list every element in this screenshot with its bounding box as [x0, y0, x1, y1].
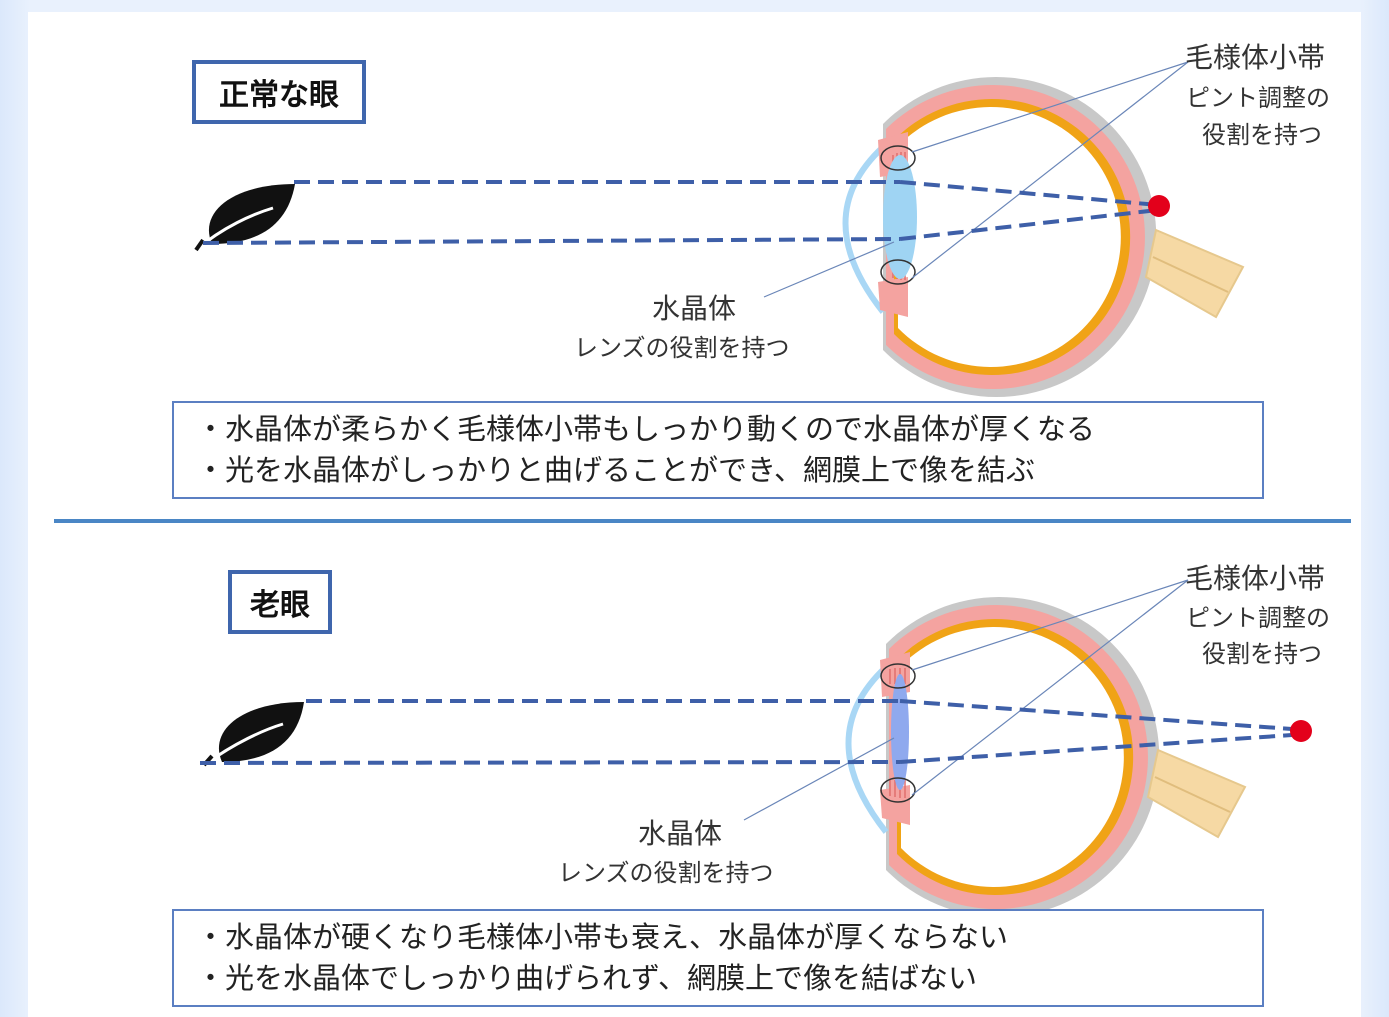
- zonule-label: 毛様体小帯: [1185, 41, 1326, 74]
- zonule-desc: ピント調整の: [1186, 84, 1330, 112]
- cornea: [842, 144, 886, 314]
- leaf-icon: [194, 184, 295, 252]
- note-line: ・光を水晶体がしっかりと曲げることができ、網膜上で像を結ぶ: [196, 453, 1035, 487]
- eye-diagram: [54, 61, 1351, 917]
- note-box-normal: ・水晶体が柔らかく毛様体小帯もしっかり動くので水晶体が厚くなる ・光を水晶体がし…: [172, 401, 1264, 499]
- presbyopia-eye-illustration: [743, 579, 1247, 917]
- lens-label: 水晶体: [652, 292, 737, 325]
- note-line: ・光を水晶体でしっかり曲げられず、網膜上で像を結ばない: [196, 961, 977, 995]
- leaf-icon: [202, 702, 304, 767]
- light-rays-presbyopia: [199, 699, 1293, 765]
- zonule-label: 毛様体小帯: [1185, 562, 1326, 595]
- zonule-desc: 役割を持つ: [1202, 640, 1322, 668]
- section-title-presbyopia: 老眼: [228, 570, 332, 634]
- lens-desc: レンズの役割を持つ: [574, 334, 790, 362]
- normal-eye-illustration: [763, 61, 1245, 398]
- light-rays-normal: [202, 180, 1159, 245]
- lens-desc: レンズの役割を持つ: [558, 859, 774, 887]
- note-line: ・水晶体が柔らかく毛様体小帯もしっかり動くので水晶体が厚くなる: [196, 412, 1096, 446]
- ciliary-body-lower: [878, 277, 908, 317]
- diagram-panel: 正常な眼 毛様体小帯 ピント調整の 役割を持つ 水晶体 レンズの役割を持つ ・水…: [28, 12, 1361, 1017]
- lens-thick: [883, 155, 917, 279]
- focus-point-presbyopia: [1290, 720, 1312, 742]
- lens-label: 水晶体: [638, 817, 723, 850]
- optic-nerve: [1144, 228, 1245, 319]
- focus-point-normal: [1148, 195, 1170, 217]
- note-box-presbyopia: ・水晶体が硬くなり毛様体小帯も衰え、水晶体が厚くならない ・光を水晶体でしっかり…: [172, 909, 1264, 1007]
- vitreous: [898, 106, 1121, 367]
- section-title-normal: 正常な眼: [192, 60, 366, 124]
- note-line: ・水晶体が硬くなり毛様体小帯も衰え、水晶体が厚くならない: [196, 920, 1009, 954]
- zonule-desc: 役割を持つ: [1202, 121, 1322, 149]
- zonule-desc: ピント調整の: [1186, 604, 1330, 632]
- lens-thin: [891, 674, 909, 790]
